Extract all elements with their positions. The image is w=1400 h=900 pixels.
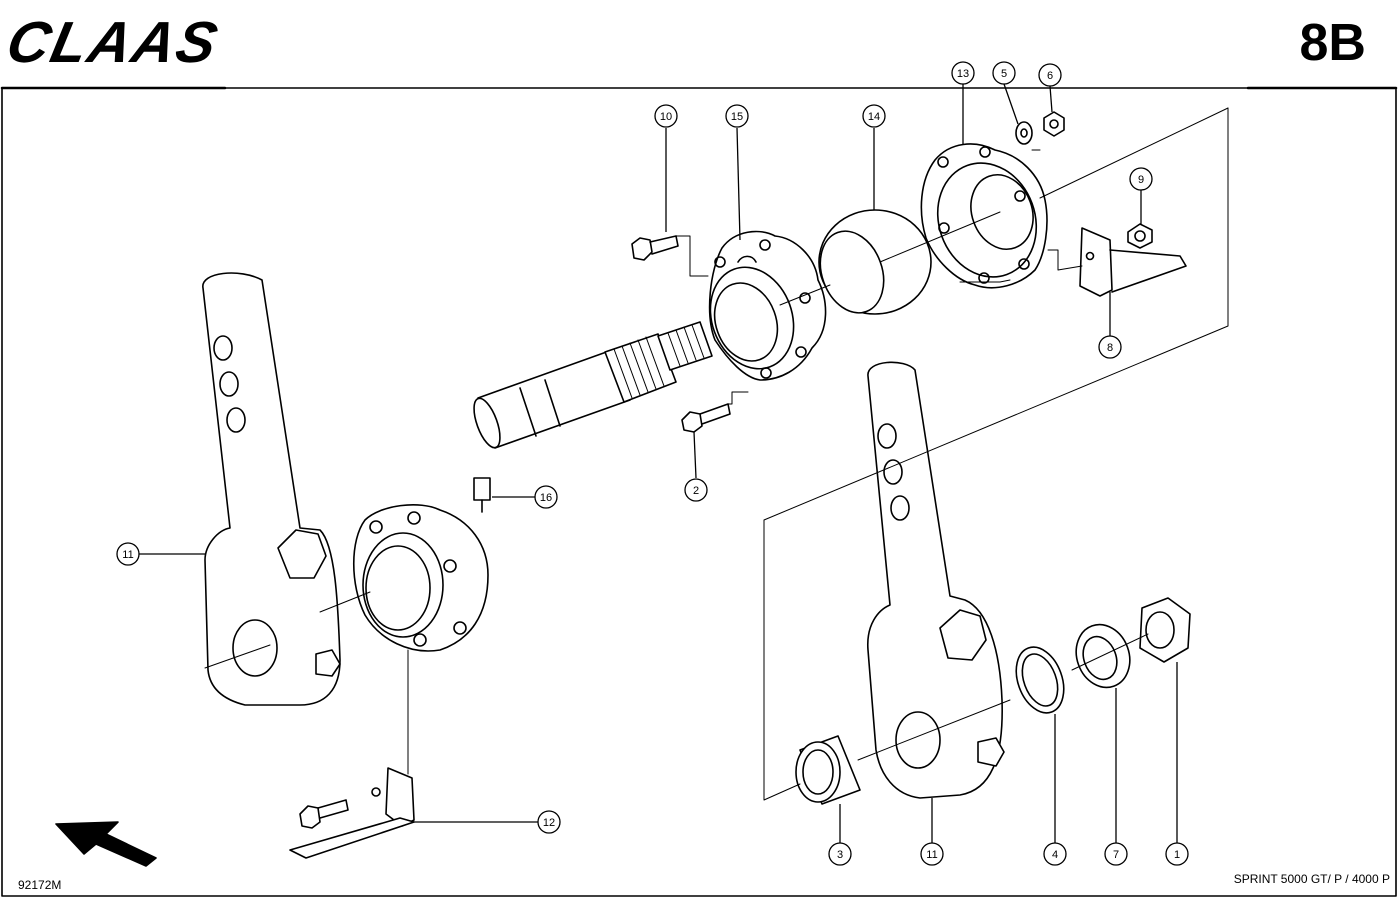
callout-group: 10 15 14 13 5 6 9 8 2 16 11 12 3 11 4 7 … [116,61,1189,866]
sheet-number: 8B [1299,14,1366,72]
svg-text:15: 15 [731,111,743,123]
callout-15: 15 [725,104,749,241]
direction-arrow-icon [55,821,157,867]
svg-text:14: 14 [868,111,880,123]
svg-text:10: 10 [660,111,672,123]
sheet-frame [1,87,1397,897]
callout-10: 10 [654,104,678,232]
svg-text:5: 5 [1001,68,1007,80]
nut-and-washer [1015,111,1065,145]
callout-11-left: 11 [116,542,205,566]
svg-text:13: 13 [957,68,969,80]
spherical-bearing [818,209,932,315]
callout-9: 9 [1129,167,1153,224]
svg-text:11: 11 [926,849,937,861]
callout-7: 5 [992,61,1019,125]
bolts [631,235,731,433]
drawing-number: 92172M [18,878,62,892]
flange-bearing-housing [708,230,827,381]
shaft [473,321,713,449]
callout-6: 6 [1038,63,1062,113]
sleeve-washers-nut [795,597,1191,805]
model-label: SPRINT 5000 GT/ P / 4000 P [1233,872,1390,886]
callout-2: 7 [1104,688,1128,866]
svg-text:11: 11 [122,549,133,561]
callout-13: 13 [951,61,975,144]
callout-12: 12 [414,810,561,834]
angle-bracket-upper [1079,223,1187,297]
slack-adjuster-right [867,361,1005,799]
svg-text:7: 7 [1113,849,1119,861]
axis-lines [204,107,1229,761]
flange-cover [920,143,1048,289]
callout-16: 16 [492,485,558,509]
callout-8: 8 [1098,292,1122,359]
callout-5: 3 [828,804,852,866]
svg-text:4: 4 [1052,849,1058,861]
svg-text:12: 12 [543,817,555,829]
svg-text:16: 16 [540,492,552,504]
svg-text:3: 3 [837,849,843,861]
slack-adjuster-left [202,272,341,706]
callout-4: 4 [1043,714,1067,866]
svg-text:6: 6 [1047,70,1053,82]
callout-3: 2 [684,431,708,502]
callout-1: 1 [1165,662,1189,866]
svg-text:2: 2 [693,485,699,497]
svg-text:1: 1 [1174,849,1180,861]
callout-11-right: 11 [920,798,944,866]
flange-bearing-left [353,477,491,652]
svg-text:8: 8 [1107,342,1113,354]
angle-bracket-lower [289,767,415,859]
callout-14: 14 [862,104,886,210]
assembly-lines [407,107,1229,801]
svg-text:9: 9 [1138,174,1144,186]
